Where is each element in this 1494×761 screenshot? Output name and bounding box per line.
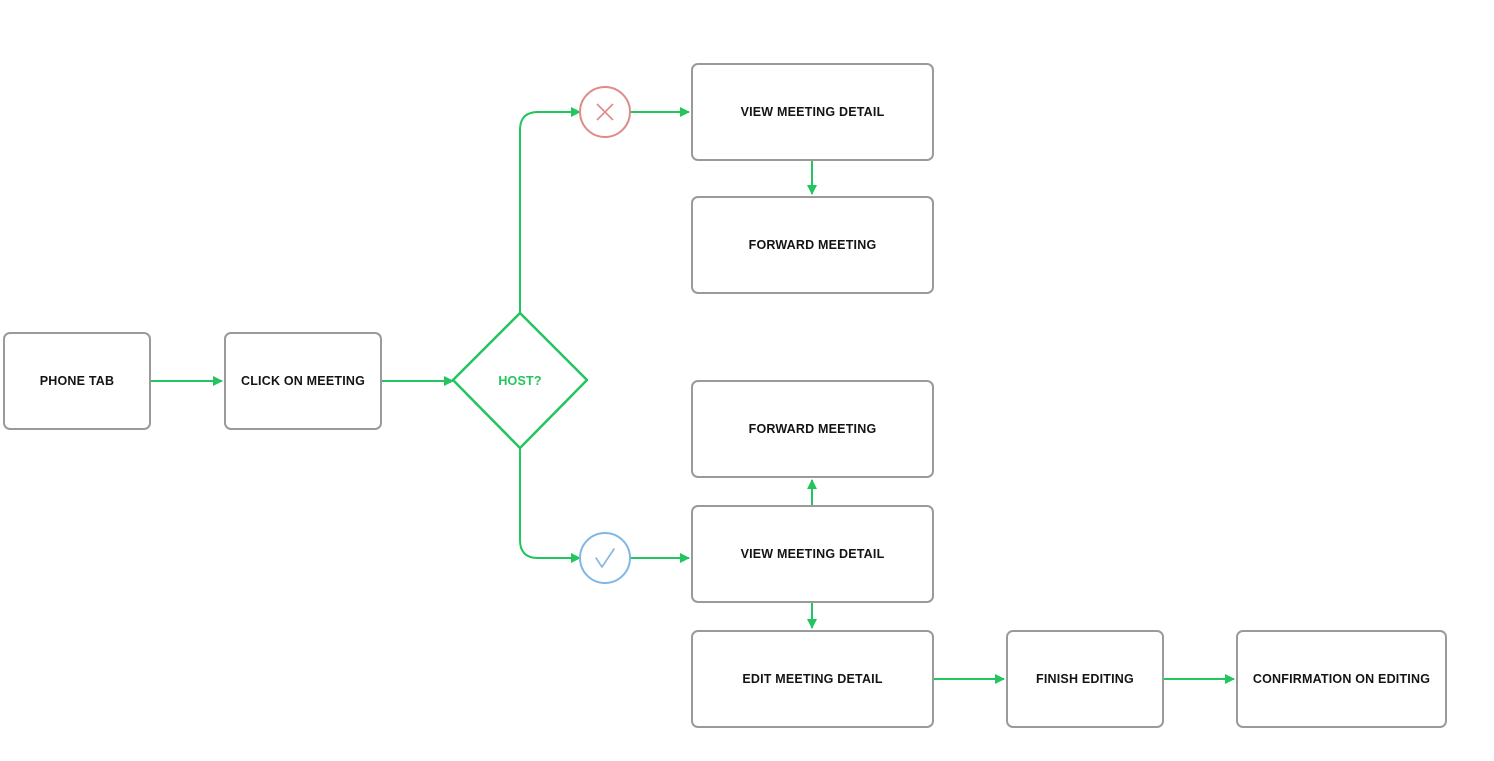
node-yes-forward-meeting[interactable]: FORWARD MEETING xyxy=(691,380,934,478)
node-yes-view-meeting-detail[interactable]: VIEW MEETING DETAIL xyxy=(691,505,934,603)
node-no-forward-meeting[interactable]: FORWARD MEETING xyxy=(691,196,934,294)
node-click-on-meeting[interactable]: CLICK ON MEETING xyxy=(224,332,382,430)
connector-host-to-yes xyxy=(519,448,581,563)
node-finish-editing[interactable]: FINISH EDITING xyxy=(1006,630,1164,728)
host-decision-diamond[interactable] xyxy=(451,311,589,450)
node-edit-meeting-detail[interactable]: EDIT MEETING DETAIL xyxy=(691,630,934,728)
check-icon xyxy=(579,532,631,584)
node-confirmation-on-editing[interactable]: CONFIRMATION ON EDITING xyxy=(1236,630,1447,728)
node-phone-tab[interactable]: PHONE TAB xyxy=(3,332,151,430)
connector-host-to-no xyxy=(519,107,581,313)
cross-icon xyxy=(579,86,631,138)
node-no-view-meeting-detail[interactable]: VIEW MEETING DETAIL xyxy=(691,63,934,161)
